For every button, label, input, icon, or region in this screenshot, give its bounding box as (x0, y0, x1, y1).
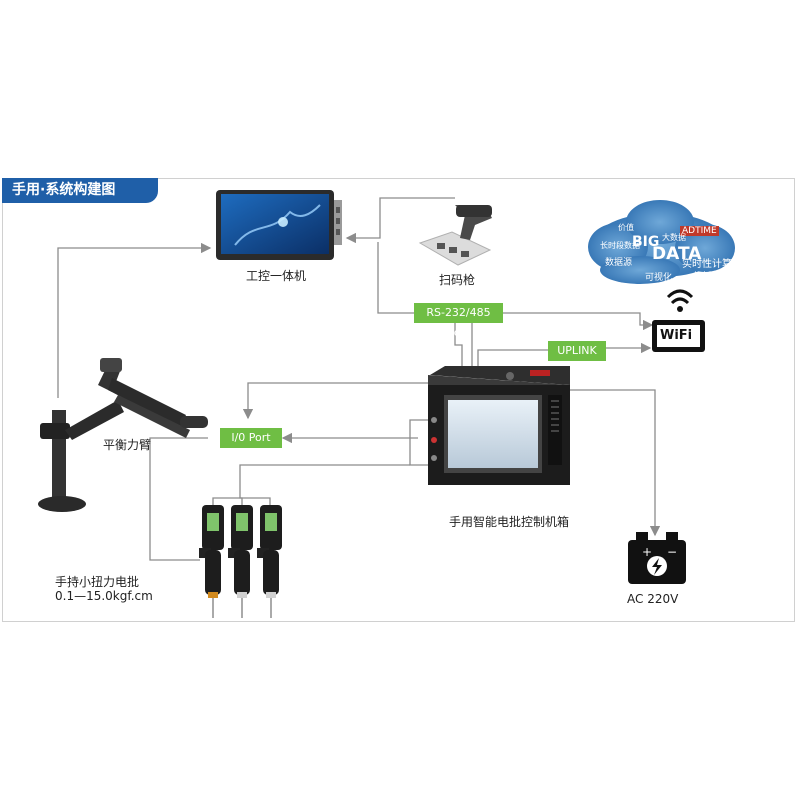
screwdriver-2 (228, 505, 253, 618)
screwdriver-name-label: 手持小扭力电批 (55, 575, 140, 589)
scanner-image (418, 205, 492, 266)
cloud-value-text: 价值 (618, 223, 634, 232)
balance-arm-label: 平衡力臂 (103, 438, 152, 452)
io-port-badge: I/0 Port (220, 428, 282, 448)
cloud-analysis-text: 分析 (692, 272, 712, 283)
wire-rs-to-wifi (502, 312, 654, 331)
cloud-data-text: DATA (652, 244, 702, 264)
controller-label: 手用智能电批控制机箱 (449, 515, 570, 529)
screwdriver-range-label: 0.1—15.0kgf.cm (55, 589, 153, 603)
wire-io-to-screwdriver (149, 437, 208, 561)
controller-box-image (428, 366, 570, 485)
wire-arm-to-pc (57, 242, 212, 398)
power-battery-icon: + − (628, 532, 686, 584)
wifi-label: WiFi (660, 328, 693, 343)
diagram-frame (2, 178, 795, 622)
screwdriver-group (199, 505, 282, 618)
panel-pc-image (216, 190, 342, 260)
screwdriver-1 (199, 505, 224, 618)
diagram-title: 手用·系统构建图 (2, 178, 158, 203)
wire-controller-inner (409, 419, 432, 466)
wire-rs-down (454, 323, 463, 372)
svg-text:−: − (667, 545, 677, 559)
uplink-badge: UPLINK (548, 341, 606, 361)
panel-pc-label: 工控一体机 (246, 269, 307, 283)
wire-scanner-to-pc (345, 197, 455, 244)
wire-controller-top-left (242, 382, 445, 420)
balance-arm-image (38, 358, 208, 512)
wifi-router (652, 289, 705, 352)
wire-controller-inner2 (239, 464, 410, 512)
connection-lines (57, 197, 661, 561)
svg-text:+: + (642, 545, 652, 559)
cloud-adtime-text: ADTIME (680, 226, 719, 236)
cloud-big-text: BIG (632, 234, 660, 250)
cloud-visual-text: 可视化 (645, 273, 673, 283)
wire-uplink (477, 349, 548, 372)
cloud-long-term-text: 长时段数据 (600, 241, 640, 250)
scanner-label: 扫码枪 (439, 273, 476, 287)
cloud-realtime-text: 实时性计算 (682, 259, 732, 270)
rs-port-badge: RS-232/485 Port (414, 303, 503, 339)
cloud-data-source-text: 数据源 (605, 258, 633, 268)
cloud-big-cn-text: 大数据 (662, 233, 686, 242)
wire-power (567, 389, 661, 537)
power-label: AC 220V (627, 592, 679, 606)
screwdriver-3 (257, 505, 282, 618)
